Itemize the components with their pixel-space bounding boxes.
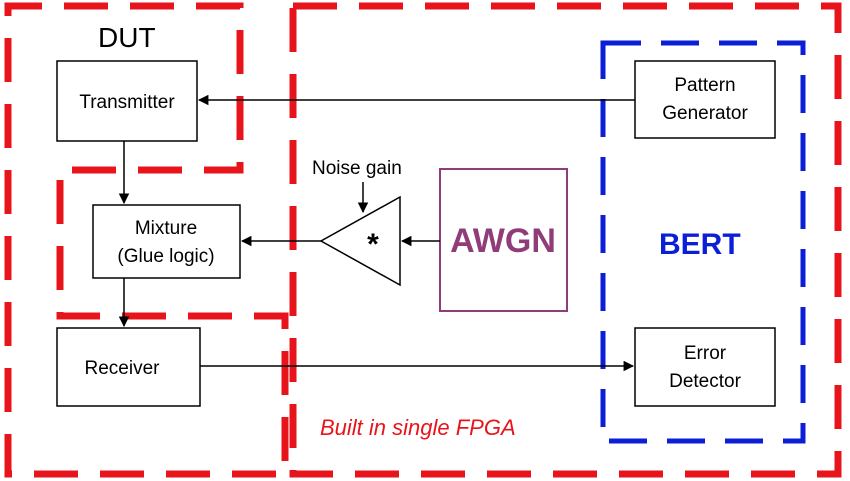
pattern-generator-label-line1: Pattern [674, 75, 735, 96]
dut-label: DUT [98, 22, 156, 53]
mixture-label-line2: (Glue logic) [117, 246, 214, 267]
bert-region-border [600, 40, 806, 444]
transmitter-label: Transmitter [79, 92, 175, 113]
receiver-block: Receiver [56, 327, 201, 407]
awgn-block: AWGN [439, 168, 568, 312]
noise-gain-label: Noise gain [312, 158, 402, 179]
amplifier-symbol: * [367, 228, 379, 261]
receiver-label: Receiver [85, 358, 161, 379]
mixture-block: Mixture (Glue logic) [92, 204, 241, 279]
error-detector-label-line2: Detector [669, 371, 741, 392]
awgn-label: AWGN [450, 222, 556, 260]
pattern-generator-block: Pattern Generator [634, 60, 776, 139]
pattern-generator-label-line2: Generator [662, 103, 748, 124]
fpga-region-border [289, 2, 842, 478]
error-detector-label-line1: Error [684, 343, 727, 364]
noise-gain-amplifier: * [319, 195, 401, 287]
bert-label: BERT [659, 228, 741, 261]
error-detector-block: Error Detector [634, 327, 776, 407]
mixture-label-line1: Mixture [135, 218, 197, 239]
dut-region-border [4, 2, 289, 478]
fpga-label: Built in single FPGA [320, 415, 516, 440]
transmitter-block: Transmitter [56, 60, 198, 142]
